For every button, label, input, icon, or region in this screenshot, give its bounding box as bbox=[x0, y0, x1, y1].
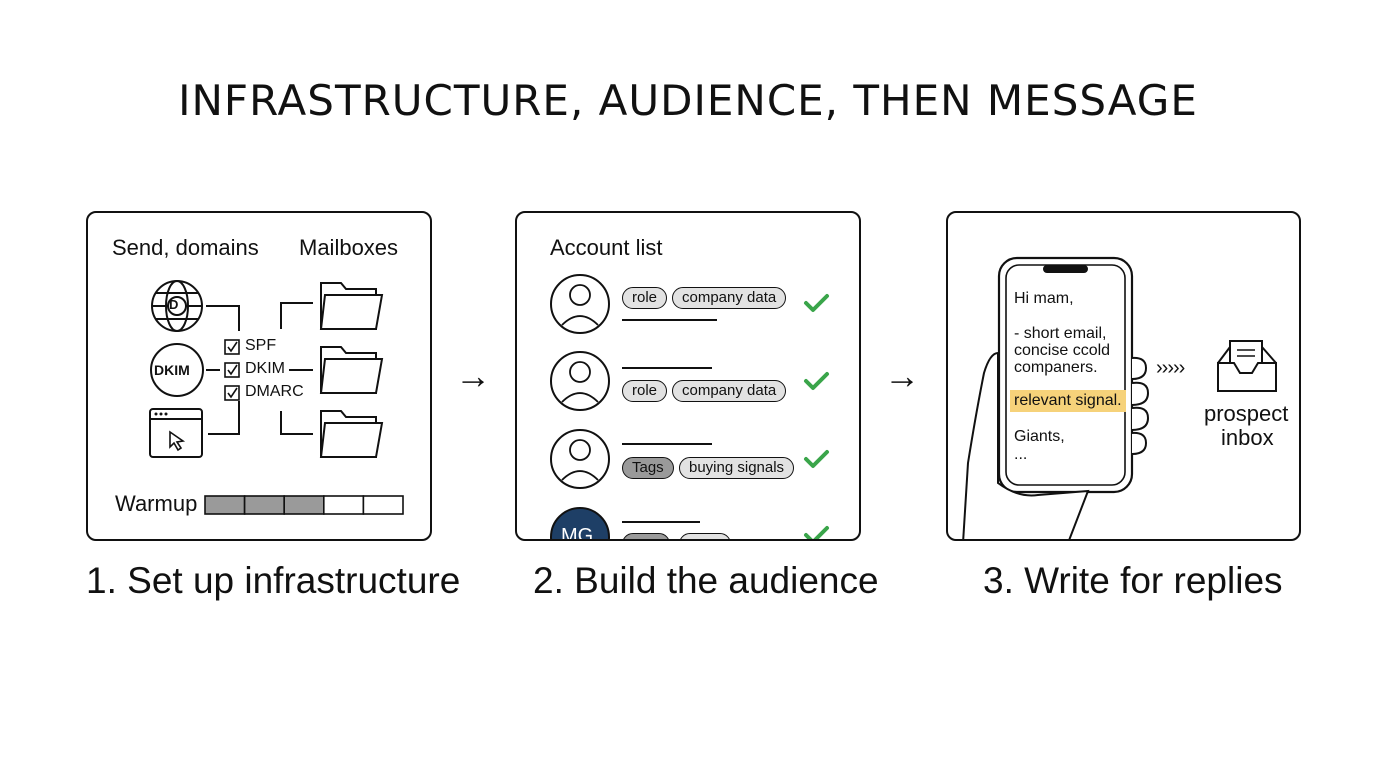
warmup-progress-bar bbox=[204, 495, 404, 515]
avatar-initials: MG bbox=[561, 525, 594, 541]
account-list-graphics bbox=[550, 274, 829, 539]
email-line: - short email, bbox=[1014, 325, 1107, 342]
tag-chip: company data bbox=[672, 380, 787, 402]
check-spf-label: SPF bbox=[245, 337, 277, 354]
mg-avatar bbox=[550, 507, 610, 539]
check-icon bbox=[804, 450, 829, 468]
tag-chip: buying signals bbox=[679, 457, 795, 479]
tag-chip: company data bbox=[672, 287, 787, 309]
text-line bbox=[622, 521, 700, 523]
globe-icon bbox=[151, 280, 203, 332]
chevron-arrow-icon: ››››› bbox=[1156, 357, 1185, 379]
step-caption: 1. Set up infrastructure bbox=[86, 560, 461, 601]
text-line bbox=[622, 443, 712, 445]
email-line: companers. bbox=[1014, 359, 1098, 376]
arrow-right-icon: → bbox=[884, 355, 920, 396]
dkim-badge-icon bbox=[150, 343, 204, 397]
mailboxes-label: Mailboxes bbox=[299, 235, 399, 260]
inbox-icon bbox=[1217, 340, 1277, 392]
text-line bbox=[622, 367, 712, 369]
send-domains-label: Send, domains bbox=[112, 235, 259, 260]
globe-letter: D bbox=[169, 297, 179, 312]
browser-window-icon bbox=[149, 408, 203, 458]
check-icon bbox=[804, 526, 829, 539]
text-line bbox=[622, 319, 717, 321]
warmup-segment bbox=[283, 495, 325, 515]
email-closing: Giants, bbox=[1014, 428, 1065, 445]
folder-icon bbox=[319, 282, 384, 330]
step-caption: 2. Build the audience bbox=[533, 560, 879, 601]
account-list-heading: Account list bbox=[550, 235, 663, 260]
tag-chip: role bbox=[622, 287, 668, 309]
infrastructure-diagram bbox=[149, 280, 404, 515]
folder-icon bbox=[319, 410, 384, 458]
tag-chip bbox=[622, 533, 670, 539]
email-ellipsis: ... bbox=[1014, 446, 1028, 463]
email-greeting: Hi mam, bbox=[1014, 290, 1074, 307]
email-highlight: relevant signal. bbox=[1010, 390, 1126, 412]
phone-illustration bbox=[962, 256, 1277, 539]
tag-chip: role bbox=[622, 380, 668, 402]
check-dkim-label: DKIM bbox=[245, 360, 285, 377]
folder-icon bbox=[319, 346, 384, 394]
dkim-badge-label: DKIM bbox=[154, 362, 190, 378]
arrow-right-icon: → bbox=[455, 355, 491, 396]
audience-panel: Account list role company data role comp… bbox=[515, 211, 861, 541]
email-line: concise ccold bbox=[1014, 342, 1111, 359]
destination-label: inbox bbox=[1221, 425, 1274, 450]
hand-icon bbox=[962, 351, 1090, 539]
warmup-label: Warmup bbox=[115, 491, 198, 516]
person-avatar-icon bbox=[550, 429, 610, 489]
checkbox-icon bbox=[224, 339, 240, 401]
infrastructure-panel: Send, domains Mailboxes bbox=[86, 211, 432, 541]
tag-chip: Tags bbox=[622, 457, 674, 479]
warmup-segment bbox=[323, 495, 365, 515]
page-title: INFRASTRUCTURE, AUDIENCE, THEN MESSAGE bbox=[178, 76, 1198, 125]
check-dmarc-label: DMARC bbox=[245, 383, 304, 400]
tag-chip bbox=[679, 533, 731, 539]
message-panel: Hi mam, - short email, concise ccold com… bbox=[946, 211, 1301, 541]
check-icon bbox=[804, 372, 829, 390]
check-icon bbox=[804, 294, 829, 312]
warmup-segment bbox=[204, 495, 246, 515]
destination-label: prospect bbox=[1204, 401, 1289, 426]
person-avatar-icon bbox=[550, 351, 610, 411]
person-avatar-icon bbox=[550, 274, 610, 334]
warmup-segment bbox=[362, 495, 404, 515]
step-caption: 3. Write for replies bbox=[983, 560, 1283, 601]
warmup-segment bbox=[243, 495, 286, 515]
